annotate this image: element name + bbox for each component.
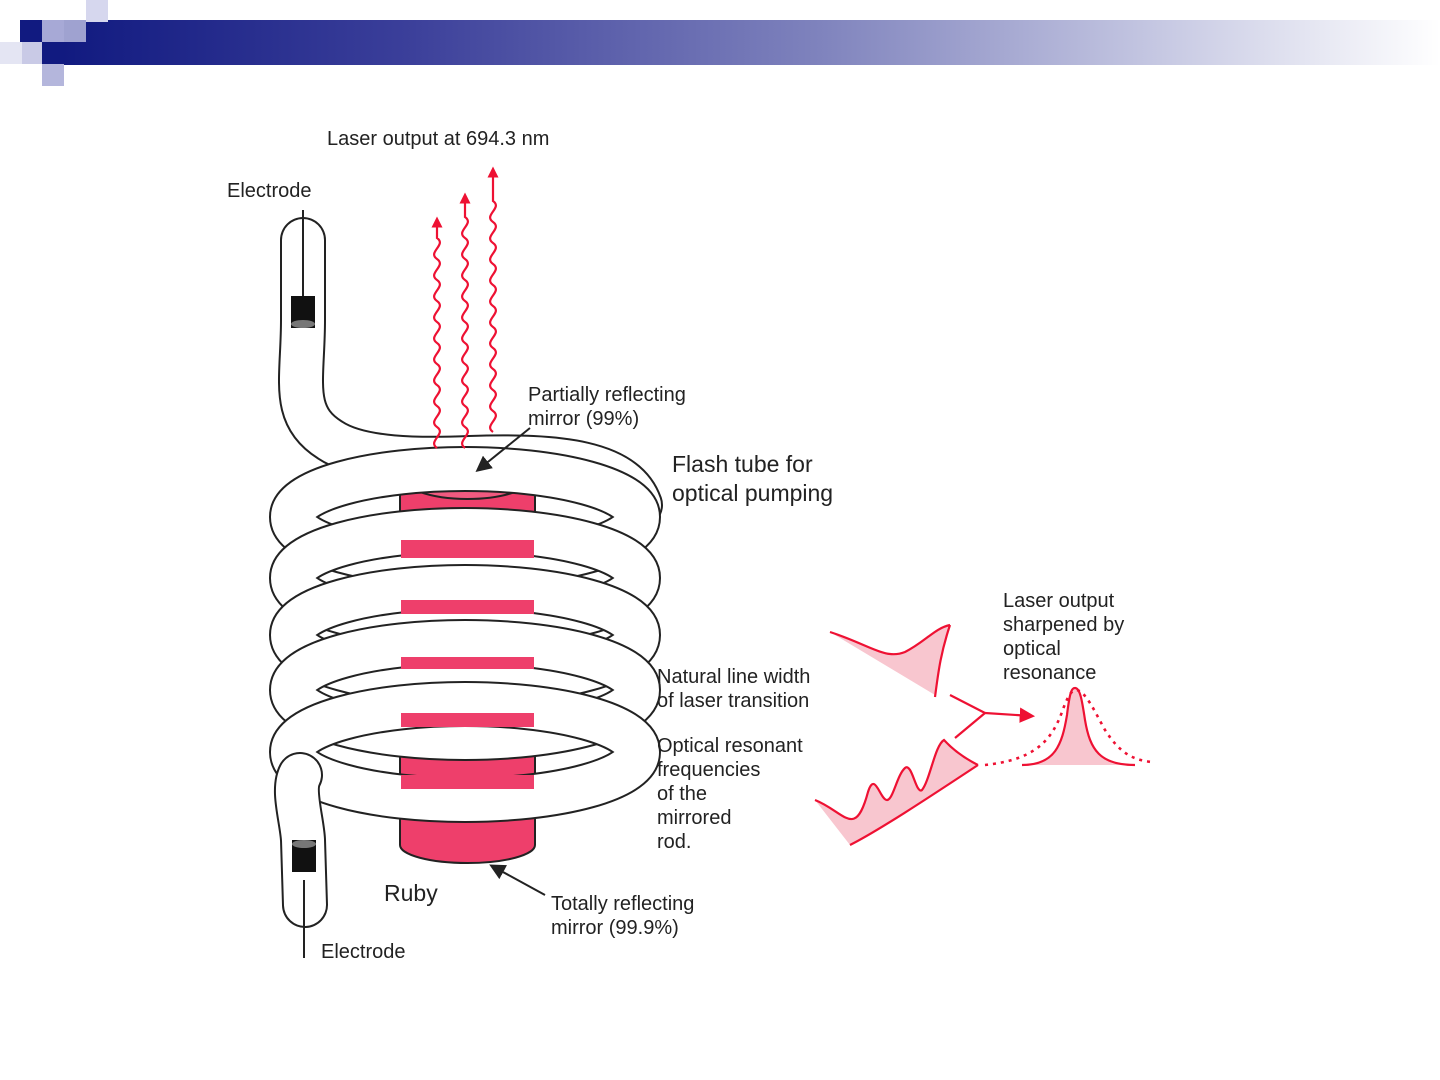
header-square-light-5 — [0, 42, 22, 64]
label-natural-line-2: of laser transition — [657, 690, 809, 712]
label-totally-reflecting-2: mirror (99.9%) — [551, 917, 679, 939]
electrode-bottom — [292, 840, 316, 958]
label-optical-resonant-2: frequencies — [657, 759, 760, 781]
combine-arrows — [949, 694, 1036, 739]
header-square-dark-1 — [20, 20, 42, 42]
label-flash-tube-1: Flash tube for — [672, 451, 813, 477]
label-flash-tube-2: optical pumping — [672, 480, 833, 506]
laser-wave-3 — [487, 166, 499, 433]
label-partially-reflecting-2: mirror (99%) — [528, 408, 639, 430]
resonant-frequencies-curve — [814, 738, 979, 846]
laser-output-waves — [431, 166, 499, 449]
header-square-light-4 — [42, 64, 64, 86]
label-optical-resonant-3: of the — [657, 783, 707, 805]
label-sharpened-2: sharpened by — [1003, 614, 1124, 636]
label-optical-resonant-1: Optical resonant — [657, 735, 803, 757]
header-square-dark-2 — [42, 42, 64, 64]
total-mirror-pointer — [489, 864, 546, 896]
header-square-light-3 — [64, 20, 86, 42]
flash-tube-coil — [269, 217, 663, 928]
label-laser-output-top: Laser output at 694.3 nm — [327, 128, 549, 150]
label-optical-resonant-4: mirrored — [657, 807, 731, 829]
label-sharpened-1: Laser output — [1003, 590, 1115, 612]
laser-wave-2 — [459, 192, 471, 449]
laser-wave-1 — [431, 216, 443, 449]
header-square-light-1 — [42, 20, 64, 42]
ruby-rod-front — [401, 500, 534, 789]
label-ruby: Ruby — [384, 880, 438, 906]
label-totally-reflecting-1: Totally reflecting — [551, 893, 694, 915]
title-bar-gradient — [62, 20, 1440, 65]
label-partially-reflecting-1: Partially reflecting — [528, 384, 686, 406]
label-electrode-bottom: Electrode — [321, 941, 406, 963]
natural-line-width-curve — [829, 623, 952, 698]
sharpened-output-curve — [984, 686, 1153, 767]
header-square-light-2 — [20, 42, 42, 64]
header-square-light-6 — [86, 0, 108, 22]
electrode-top — [291, 210, 315, 328]
label-electrode-top: Electrode — [227, 180, 312, 202]
partial-mirror-pointer — [475, 427, 531, 473]
label-natural-line-1: Natural line width — [657, 666, 810, 688]
label-sharpened-4: resonance — [1003, 662, 1096, 684]
label-optical-resonant-5: rod. — [657, 831, 691, 853]
label-sharpened-3: optical — [1003, 638, 1061, 660]
